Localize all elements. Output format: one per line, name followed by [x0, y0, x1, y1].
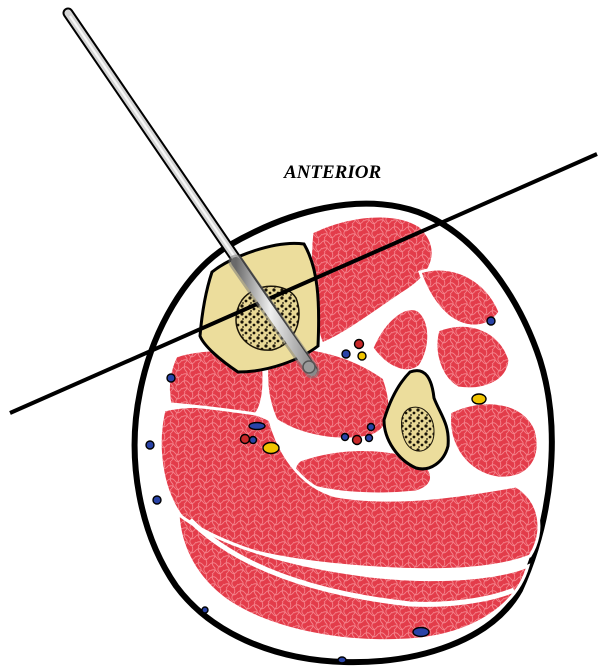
artery: [241, 435, 250, 444]
vein: [202, 607, 208, 613]
vein: [338, 657, 346, 663]
vein: [146, 441, 154, 449]
vein: [167, 374, 175, 382]
vein: [153, 496, 161, 504]
nerve: [263, 443, 279, 454]
vein: [487, 317, 495, 325]
vein: [342, 350, 350, 358]
vein: [366, 435, 373, 442]
artery: [355, 340, 364, 349]
anterior-label: ANTERIOR: [283, 162, 381, 183]
nerve: [472, 394, 486, 404]
nerve: [358, 352, 366, 360]
vein: [368, 424, 375, 431]
artery: [353, 436, 362, 445]
vein: [249, 423, 265, 430]
vein: [250, 437, 257, 444]
vein: [342, 434, 349, 441]
vein: [413, 628, 429, 637]
